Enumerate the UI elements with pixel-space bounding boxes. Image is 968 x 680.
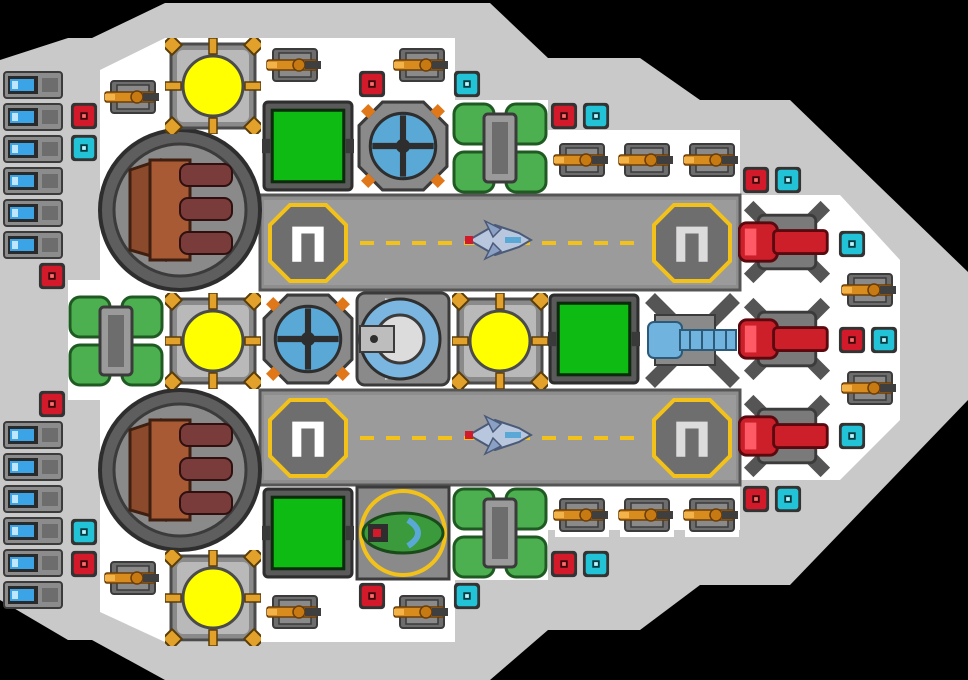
beacon-red[interactable] <box>358 582 386 610</box>
beacon-cyan[interactable] <box>453 582 481 610</box>
thruster[interactable] <box>3 198 64 228</box>
beacon-red[interactable] <box>38 262 66 290</box>
hangar-bay[interactable]: Π Π <box>258 193 742 292</box>
beacon-cyan[interactable] <box>838 230 866 258</box>
beacon-cyan[interactable] <box>582 550 610 578</box>
beacon-cyan[interactable] <box>453 70 481 98</box>
turret[interactable] <box>618 492 675 538</box>
heavy-cannon[interactable] <box>739 400 827 473</box>
thruster[interactable] <box>3 70 64 100</box>
reactor[interactable] <box>162 290 264 392</box>
bay-marker-glyph: Π <box>288 413 328 469</box>
turret[interactable] <box>618 137 675 183</box>
thruster[interactable] <box>3 484 64 514</box>
shield-dome[interactable] <box>355 291 451 387</box>
power-panel[interactable] <box>262 487 354 579</box>
turret[interactable] <box>104 555 161 601</box>
thruster[interactable] <box>3 420 64 450</box>
engine-core[interactable] <box>98 388 262 552</box>
reactor[interactable] <box>449 290 551 392</box>
hangar-bay[interactable]: Π Π <box>258 388 742 487</box>
thruster[interactable] <box>3 102 64 132</box>
beacon-red[interactable] <box>38 390 66 418</box>
beacon-red[interactable] <box>550 550 578 578</box>
beacon-cyan[interactable] <box>870 326 898 354</box>
power-panel[interactable] <box>262 100 354 192</box>
reactor[interactable] <box>162 547 264 649</box>
heavy-cannon[interactable] <box>739 303 827 376</box>
turret[interactable] <box>841 267 898 313</box>
reactor[interactable] <box>162 35 264 137</box>
beacon-cyan[interactable] <box>582 102 610 130</box>
turret[interactable] <box>553 137 610 183</box>
power-panel[interactable] <box>548 293 640 385</box>
shield-fan[interactable] <box>264 295 352 383</box>
bay-marker-glyph: Π <box>672 218 712 274</box>
thruster[interactable] <box>3 134 64 164</box>
beacon-red[interactable] <box>358 70 386 98</box>
beacon-red[interactable] <box>742 166 770 194</box>
turret[interactable] <box>393 42 450 88</box>
turret[interactable] <box>683 492 740 538</box>
thruster[interactable] <box>3 230 64 260</box>
bay-marker-glyph: Π <box>672 413 712 469</box>
turret[interactable] <box>393 589 450 635</box>
beacon-red[interactable] <box>838 326 866 354</box>
beacon-red[interactable] <box>70 102 98 130</box>
shield-fan[interactable] <box>359 102 447 190</box>
launcher[interactable] <box>355 485 451 581</box>
beacon-red[interactable] <box>742 485 770 513</box>
thruster[interactable] <box>3 580 64 610</box>
beacon-cyan[interactable] <box>70 518 98 546</box>
thruster[interactable] <box>3 166 64 196</box>
beacon-red[interactable] <box>70 550 98 578</box>
thruster[interactable] <box>3 452 64 482</box>
engine-core[interactable] <box>98 128 262 292</box>
turret[interactable] <box>266 589 323 635</box>
turret[interactable] <box>266 42 323 88</box>
beacon-cyan[interactable] <box>70 134 98 162</box>
turret[interactable] <box>553 492 610 538</box>
turret[interactable] <box>104 74 161 120</box>
thruster[interactable] <box>3 516 64 546</box>
beacon-cyan[interactable] <box>838 422 866 450</box>
turret[interactable] <box>841 365 898 411</box>
beacon-red[interactable] <box>550 102 578 130</box>
turret[interactable] <box>683 137 740 183</box>
beacon-cyan[interactable] <box>774 166 802 194</box>
thruster[interactable] <box>3 548 64 578</box>
heavy-cannon[interactable] <box>739 206 827 279</box>
cryo-engine[interactable] <box>645 293 740 388</box>
beacon-cyan[interactable] <box>774 485 802 513</box>
bay-marker-glyph: Π <box>288 218 328 274</box>
